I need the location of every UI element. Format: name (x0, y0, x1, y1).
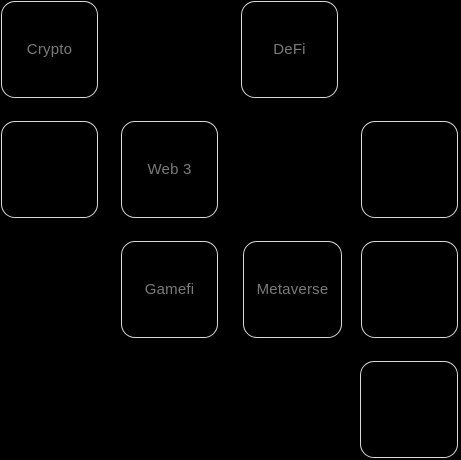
tile-label: Web 3 (147, 161, 192, 178)
tile-gamefi[interactable]: Gamefi (121, 241, 218, 338)
tile-label: Gamefi (144, 281, 195, 298)
tile-web3[interactable]: Web 3 (121, 121, 218, 218)
tile-label: Crypto (26, 41, 73, 58)
tile-empty[interactable] (360, 361, 458, 458)
tile-empty[interactable] (361, 121, 458, 218)
tile-crypto[interactable]: Crypto (1, 1, 98, 98)
tile-defi[interactable]: DeFi (241, 1, 338, 98)
tile-empty[interactable] (1, 121, 98, 218)
tile-metaverse[interactable]: Metaverse (243, 241, 342, 338)
tile-empty[interactable] (361, 241, 458, 338)
tile-label: DeFi (273, 41, 306, 58)
tile-label: Metaverse (256, 281, 329, 298)
